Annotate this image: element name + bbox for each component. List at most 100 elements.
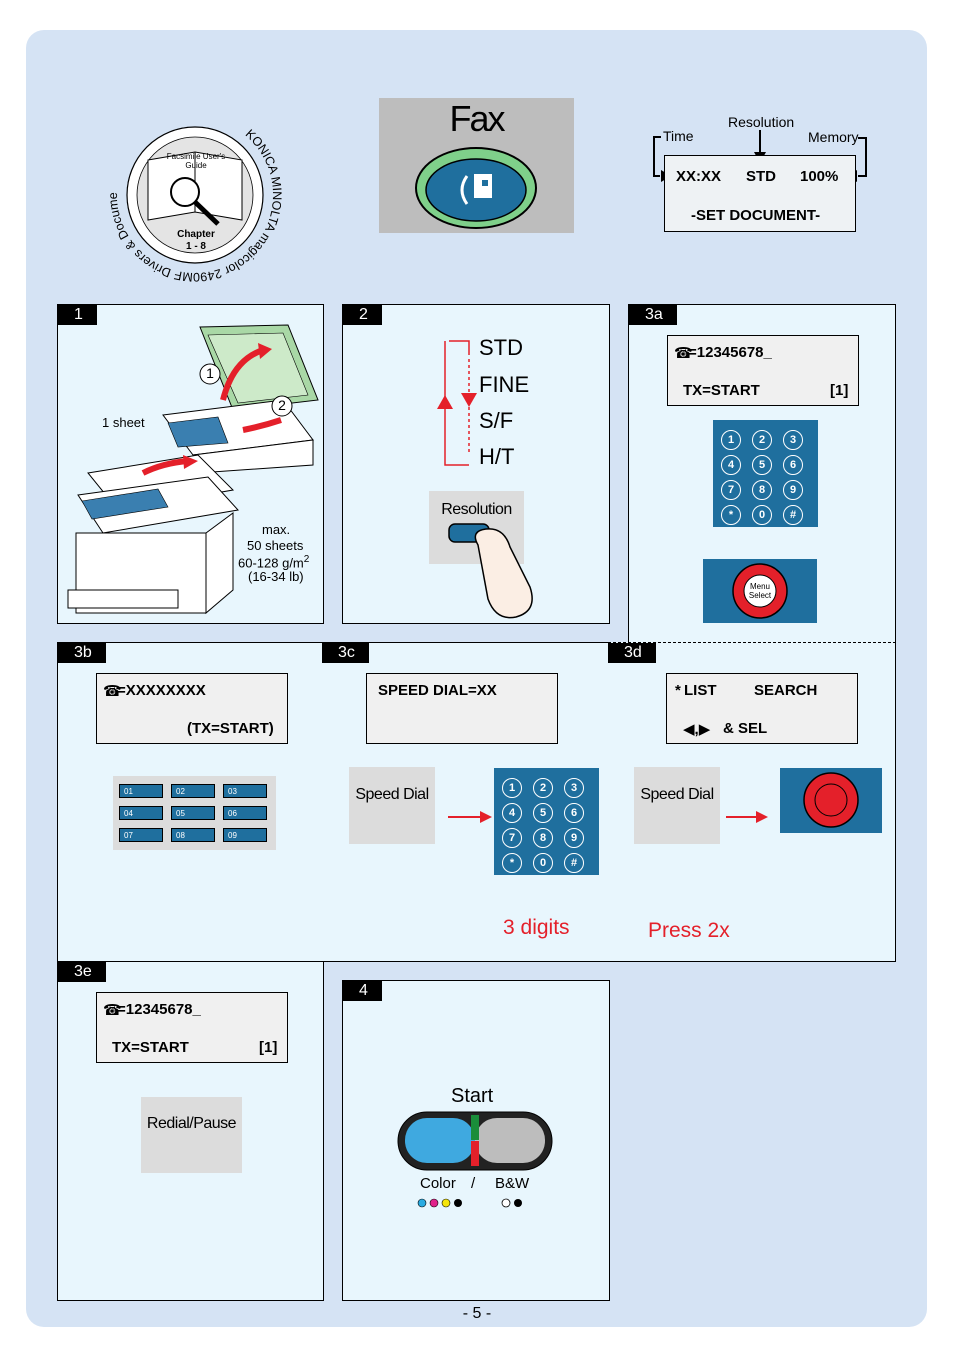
- keypad-key-3[interactable]: 3: [564, 778, 584, 798]
- weight-superscript: 2: [303, 554, 310, 565]
- step-3d-menu-select[interactable]: [780, 768, 882, 833]
- speed-dial-button[interactable]: Speed Dial: [349, 767, 435, 844]
- legend-res-value: STD: [746, 168, 776, 185]
- step-2-tag: 2: [343, 305, 382, 325]
- step-3a-lcd-line1: =12345678_: [688, 344, 772, 361]
- step-1-panel: 1 1 sheet max. 50 sheets 60-128 g/m2 (16…: [57, 304, 324, 624]
- keypad-key-7[interactable]: 7: [502, 828, 522, 848]
- keypad-key-1[interactable]: 1: [502, 778, 522, 798]
- keypad-key-#[interactable]: #: [564, 853, 584, 873]
- lb-label: (16-34 lb): [248, 569, 304, 584]
- keypad-key-6[interactable]: 6: [783, 455, 803, 475]
- keypad-key-8[interactable]: 8: [533, 828, 553, 848]
- one-touch-key-03[interactable]: 03: [223, 784, 267, 798]
- step-3a-lcd-line2-right: [1]: [830, 382, 849, 399]
- step-3a-lcd: ☎ =12345678_ TX=START [1]: [667, 335, 859, 406]
- keypad-key-7[interactable]: 7: [721, 480, 741, 500]
- fax-key-illustration: Fax: [379, 98, 574, 233]
- callout-2: 2: [278, 397, 286, 413]
- three-digits-note: 3 digits: [503, 916, 570, 939]
- keypad-key-8[interactable]: 8: [752, 480, 772, 500]
- keypad-key-5[interactable]: 5: [752, 455, 772, 475]
- redial-pause-button[interactable]: Redial/Pause: [141, 1097, 242, 1173]
- one-touch-key-04[interactable]: 04: [119, 806, 163, 820]
- time-label: Time: [663, 128, 694, 144]
- res-option-sf: S/F: [479, 408, 514, 433]
- res-option-std: STD: [479, 335, 523, 360]
- legend-time-value: XX:XX: [676, 168, 722, 185]
- chapter-range: 1 - 8: [185, 241, 206, 252]
- keypad-key-#[interactable]: #: [783, 505, 803, 525]
- fax-title: Fax: [449, 98, 505, 139]
- step-3d-lcd: * LIST SEARCH ◀,▶ & SEL: [666, 673, 858, 744]
- step-1-tag: 1: [58, 305, 97, 325]
- keypad-key-9[interactable]: 9: [783, 480, 803, 500]
- bw-label: B&W: [495, 1175, 530, 1192]
- step-3d-panel: 3d * LIST SEARCH ◀,▶ & SEL Speed Dial Pr…: [608, 642, 896, 962]
- step-4-tag: 4: [343, 981, 382, 1001]
- one-touch-key-07[interactable]: 07: [119, 828, 163, 842]
- keypad-key-0[interactable]: 0: [533, 853, 553, 873]
- keypad-key-1[interactable]: 1: [721, 430, 741, 450]
- one-touch-key-02[interactable]: 02: [171, 784, 215, 798]
- start-button[interactable]: [397, 1111, 553, 1173]
- step-3a-menu-select[interactable]: Menu Select: [703, 559, 817, 623]
- keypad-key-*[interactable]: *: [721, 505, 741, 525]
- legend-lcd: XX:XX STD 100% -SET DOCUMENT-: [664, 155, 856, 232]
- one-touch-key-05[interactable]: 05: [171, 806, 215, 820]
- phone-icon: ☎: [103, 1002, 122, 1019]
- keypad-key-2[interactable]: 2: [752, 430, 772, 450]
- display-legend: Time Resolution Memory XX:XX STD 100% -S…: [640, 110, 880, 240]
- asterisk-icon: *: [675, 682, 681, 699]
- legend-line2: -SET DOCUMENT-: [691, 207, 821, 224]
- one-touch-key-08[interactable]: 08: [171, 828, 215, 842]
- svg-text:Menu: Menu: [750, 582, 770, 591]
- keypad-key-3[interactable]: 3: [783, 430, 803, 450]
- weight-value: 60-128 g/m: [238, 555, 304, 571]
- one-touch-key-01[interactable]: 01: [119, 784, 163, 798]
- phone-icon: ☎: [103, 683, 122, 700]
- keypad-key-4[interactable]: 4: [502, 803, 522, 823]
- book-title: Facsimile User's Guide: [166, 152, 226, 170]
- speed-dial-button-label: Speed Dial: [355, 786, 429, 803]
- max-label: max.: [262, 522, 291, 537]
- step-3d-lcd-search: SEARCH: [754, 682, 818, 699]
- resolution-cycle-arrows: [437, 340, 477, 466]
- keypad-key-4[interactable]: 4: [721, 455, 741, 475]
- step-3d-lcd-sel: & SEL: [723, 720, 768, 737]
- keypad-key-5[interactable]: 5: [533, 803, 553, 823]
- step-3e-lcd: ☎ =12345678_ TX=START [1]: [96, 992, 288, 1063]
- step-3d-tag: 3d: [608, 643, 656, 663]
- phone-icon: ☎: [674, 345, 693, 362]
- step-3e-lcd-line2-right: [1]: [259, 1039, 278, 1056]
- step-2-panel: 2 STD FINE S/F H/T Resolution: [342, 304, 610, 624]
- keypad-key-6[interactable]: 6: [564, 803, 584, 823]
- callout-1: 1: [206, 365, 214, 381]
- keypad-key-*[interactable]: *: [502, 853, 522, 873]
- one-sheet-label: 1 sheet: [102, 415, 145, 430]
- color-label: Color: [420, 1175, 456, 1192]
- start-title: Start: [451, 1085, 494, 1107]
- keypad-key-0[interactable]: 0: [752, 505, 772, 525]
- arrow-left-right-icon: ◀,▶: [683, 721, 711, 738]
- redial-pause-button-label: Redial/Pause: [146, 1115, 237, 1132]
- one-touch-keys[interactable]: 01 02 03 04 05 06 07 08 09: [113, 776, 276, 850]
- resolution-label: Resolution: [728, 114, 795, 130]
- arrow-right-icon: [448, 811, 492, 823]
- step-3b-lcd-line1: =XXXXXXXX: [117, 682, 206, 699]
- keypad-key-9[interactable]: 9: [564, 828, 584, 848]
- one-touch-key-06[interactable]: 06: [223, 806, 267, 820]
- cd-rom-icon: KONICA MINOLTA magicolor 2490MF Drivers …: [95, 89, 290, 290]
- press-2x-note: Press 2x: [648, 919, 730, 942]
- legend-mem-value: 100%: [800, 168, 839, 185]
- speed-dial-button-3d[interactable]: Speed Dial: [634, 767, 720, 844]
- keypad-key-2[interactable]: 2: [533, 778, 553, 798]
- speed-dial-button-3d-label: Speed Dial: [640, 786, 714, 803]
- one-touch-key-09[interactable]: 09: [223, 828, 267, 842]
- resolution-button-label: Resolution: [441, 501, 512, 518]
